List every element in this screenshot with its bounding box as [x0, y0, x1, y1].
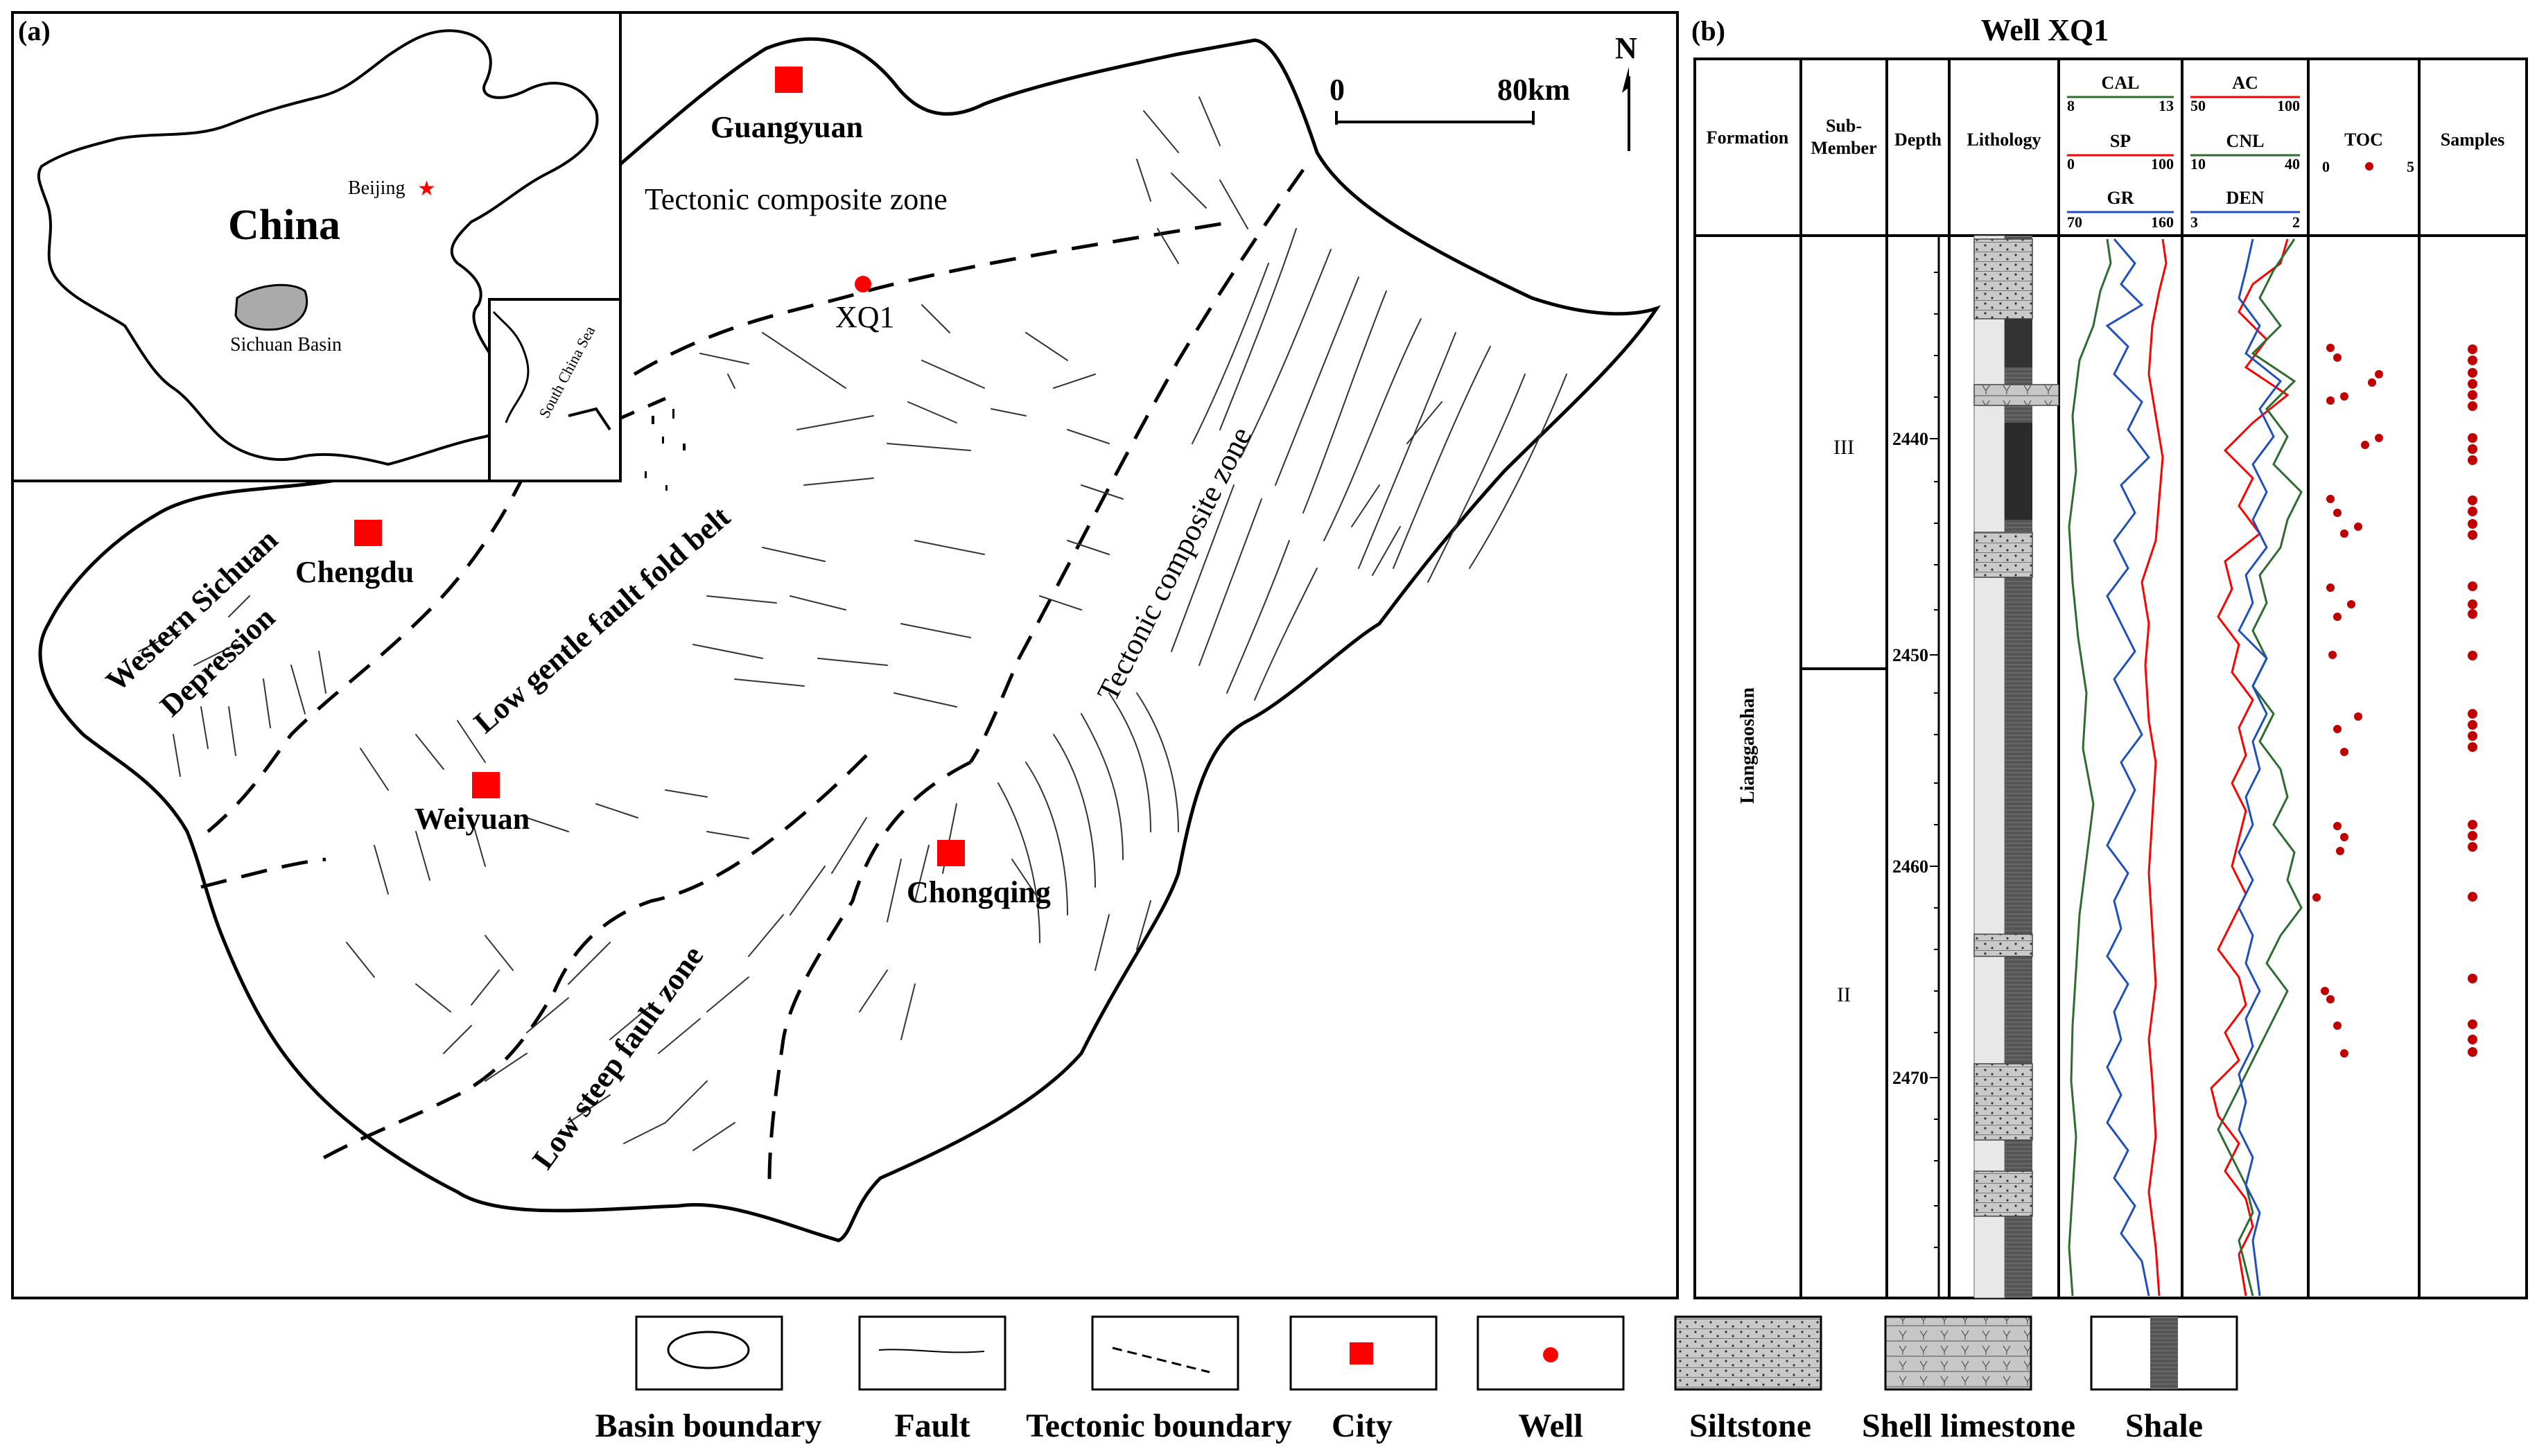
basin-outline: [38, 37, 1662, 1243]
inset-country: China: [228, 202, 340, 249]
formation-name: Lianggaoshan: [1737, 687, 1759, 804]
legend-label-siltstone: Siltstone: [1689, 1407, 1811, 1444]
header-toc: TOC: [2344, 130, 2383, 150]
sub-member-ii: II: [1837, 983, 1851, 1006]
legend-well: Well: [1476, 1315, 1625, 1444]
depth-2460: 2460: [1892, 857, 1928, 877]
well-log-frame: [1693, 58, 2528, 1299]
depth-axis: 2440 2450 2460 2470: [1892, 236, 1940, 1298]
sub-member-iii: III: [1833, 436, 1854, 459]
zone-northern: Tectonic composite zone: [645, 182, 948, 216]
log2-min-den: 3: [2190, 213, 2198, 231]
legend-label-basin-boundary: Basin boundary: [595, 1407, 822, 1444]
log1-max-gr: 160: [2151, 213, 2174, 231]
scale-end: 80km: [1497, 73, 1570, 107]
city-marker-guangyuan: [775, 67, 803, 93]
log2-min-cnl: 10: [2190, 155, 2206, 173]
log1-max-cal: 13: [2159, 97, 2174, 114]
legend-shale: Shale: [2090, 1315, 2238, 1444]
toc-points: [2312, 344, 2383, 1058]
log2-name-den: DEN: [2226, 188, 2265, 208]
tectonic-boundaries: [200, 168, 1305, 1182]
log-track-2-header: AC 50 100 CNL 10 40 DEN 3 2: [2190, 73, 2300, 231]
header-sub-1: Sub-: [1826, 116, 1862, 136]
depth-2440: 2440: [1892, 429, 1928, 449]
capital-star-icon: ★: [417, 177, 436, 200]
legend-label-shale: Shale: [2125, 1407, 2203, 1444]
city-label-weiyuan: Weiyuan: [415, 802, 530, 836]
log1-max-sp: 100: [2151, 155, 2174, 173]
legend-siltstone: Siltstone: [1674, 1315, 1822, 1444]
log1-name-sp: SP: [2110, 131, 2131, 151]
sample-points: [2468, 344, 2477, 1057]
legend-label-tectonic-boundary: Tectonic boundary: [1026, 1407, 1292, 1444]
toc-max: 5: [2407, 158, 2414, 175]
log-track-1-header: CAL 8 13 SP 0 100 GR 70 160: [2067, 73, 2174, 231]
log1-min-cal: 8: [2067, 97, 2075, 114]
toc-header-dot: [2365, 162, 2373, 170]
panel-a-label-inset: (a): [18, 15, 51, 46]
north-label: N: [1615, 31, 1637, 65]
city-label-chongqing: Chongqing: [907, 875, 1051, 909]
legend-label-well: Well: [1518, 1407, 1583, 1444]
legend-city: City: [1289, 1315, 1438, 1444]
city-label-chengdu: Chengdu: [295, 555, 414, 589]
legend-basin-boundary: Basin boundary: [595, 1315, 822, 1444]
scale-zero: 0: [1329, 73, 1345, 107]
city-marker-chengdu: [354, 520, 382, 546]
header-lithology: Lithology: [1967, 130, 2041, 150]
lithology-column: [1973, 235, 2059, 1299]
header-depth: Depth: [1894, 130, 1942, 150]
log1-min-sp: 0: [2067, 155, 2075, 173]
toc-min: 0: [2322, 158, 2330, 175]
header-sub-2: Member: [1811, 138, 1876, 158]
log1-name-gr: GR: [2107, 188, 2134, 208]
log-track-2-curves: [2210, 238, 2303, 1297]
well-marker-xq1: [855, 276, 871, 292]
legend-shell-limestone: Shell limestone: [1862, 1315, 2075, 1444]
legend-label-fault: Fault: [894, 1407, 970, 1444]
well-label-xq1: XQ1: [835, 300, 895, 334]
log2-name-ac: AC: [2232, 73, 2258, 93]
depth-2470: 2470: [1892, 1068, 1928, 1088]
log2-max-ac: 100: [2277, 97, 2300, 114]
inset-capital: Beijing: [348, 177, 405, 199]
log2-min-ac: 50: [2190, 97, 2206, 114]
header-formation: Formation: [1707, 128, 1789, 148]
log-track-1-curves: [2068, 238, 2168, 1297]
sichuan-basin-shape: [234, 283, 308, 331]
scale-bar: 0 80km: [1329, 73, 1570, 125]
legend-label-shell-limestone: Shell limestone: [1862, 1407, 2075, 1444]
north-arrow: N: [1615, 31, 1637, 151]
city-label-guangyuan: Guangyuan: [710, 110, 863, 144]
city-marker-chongqing: [937, 840, 965, 866]
china-outline: [37, 29, 599, 466]
inset-map: (a) China Beijing ★ Sichuan Basin South …: [11, 11, 622, 482]
log1-min-gr: 70: [2067, 213, 2082, 231]
well-log-title: Well XQ1: [1981, 13, 2109, 47]
legend-label-city: City: [1332, 1407, 1393, 1444]
log1-name-cal: CAL: [2102, 73, 2140, 93]
legend: Basin boundary Fault Tectonic boundary C…: [595, 1315, 2238, 1444]
log2-max-den: 2: [2292, 213, 2300, 231]
legend-fault: Fault: [858, 1315, 1006, 1444]
header-samples: Samples: [2441, 130, 2504, 150]
column-dividers: [1799, 59, 2421, 1298]
city-marker-weiyuan: [472, 772, 500, 798]
well-icon: [1543, 1347, 1558, 1362]
legend-tectonic-boundary: Tectonic boundary: [1026, 1315, 1292, 1444]
city-icon: [1350, 1342, 1373, 1365]
panel-b: (b) Well XQ1 Formation Sub- Member Depth…: [1691, 13, 2528, 1299]
column-headers: Formation Sub- Member Depth Lithology TO…: [1707, 116, 2504, 158]
inset-basin: Sichuan Basin: [230, 334, 342, 356]
fault-fragments: [645, 409, 686, 491]
log2-name-cnl: CNL: [2226, 131, 2265, 151]
faults: [138, 96, 1567, 1151]
city-markers: Guangyuan Chengdu Weiyuan Chongqing: [295, 67, 1051, 909]
panel-b-label: (b): [1691, 15, 1725, 46]
log2-max-cnl: 40: [2285, 155, 2300, 173]
depth-2450: 2450: [1892, 645, 1928, 665]
panel-a: (a): [11, 11, 1679, 1299]
